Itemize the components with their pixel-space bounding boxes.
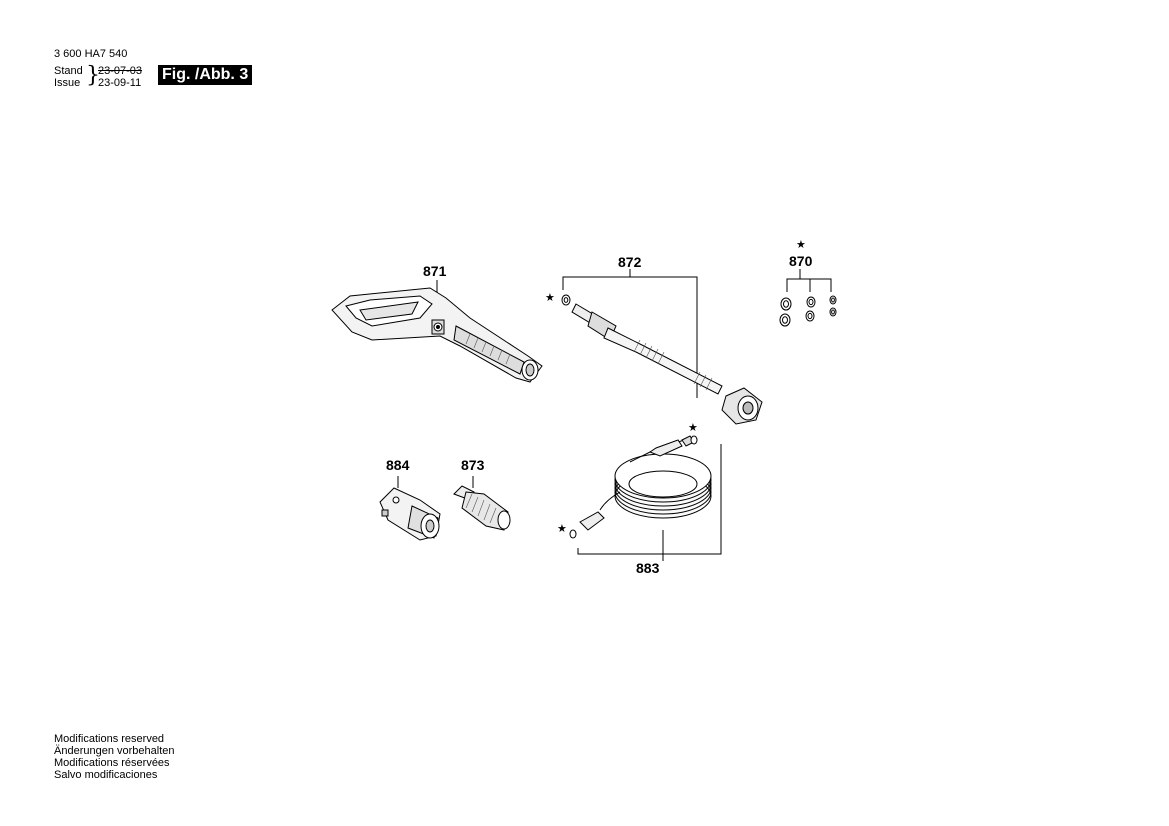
part-number-883: 883 [636,560,660,576]
notice-english: Modifications reserved [54,733,165,745]
star-icon: ★ [557,523,567,535]
o-ring-set-drawing [779,269,837,327]
hose-drawing [569,435,722,561]
part-number-884: 884 [386,457,410,473]
part-number-872: 872 [618,254,642,270]
issue-label: Issue [54,77,81,89]
nozzle-drawing [453,476,511,531]
lance-drawing [561,269,763,425]
issue-date: 23-09-11 [98,77,142,89]
part-number-870: 870 [789,253,813,269]
brace-symbol: } [86,63,100,88]
notice-german: Änderungen vorbehalten [54,745,175,757]
connector-drawing [379,476,441,541]
stand-label: Stand [54,65,83,77]
part-number-873: 873 [461,457,485,473]
star-icon: ★ [796,239,806,251]
document-number: 3 600 HA7 540 [54,48,128,60]
notice-french: Modifications réservées [54,757,170,769]
figure-label: Fig. /Abb. 3 [158,65,253,85]
stand-date: 23-07-03 [98,65,143,77]
star-icon: ★ [688,422,698,434]
modifications-notice: Modifications reserved Änderungen vorbeh… [54,733,174,781]
part-number-871: 871 [423,263,447,279]
star-icon: ★ [545,292,555,304]
notice-spanish: Salvo modificaciones [54,769,158,781]
spray-gun-drawing [331,280,543,383]
